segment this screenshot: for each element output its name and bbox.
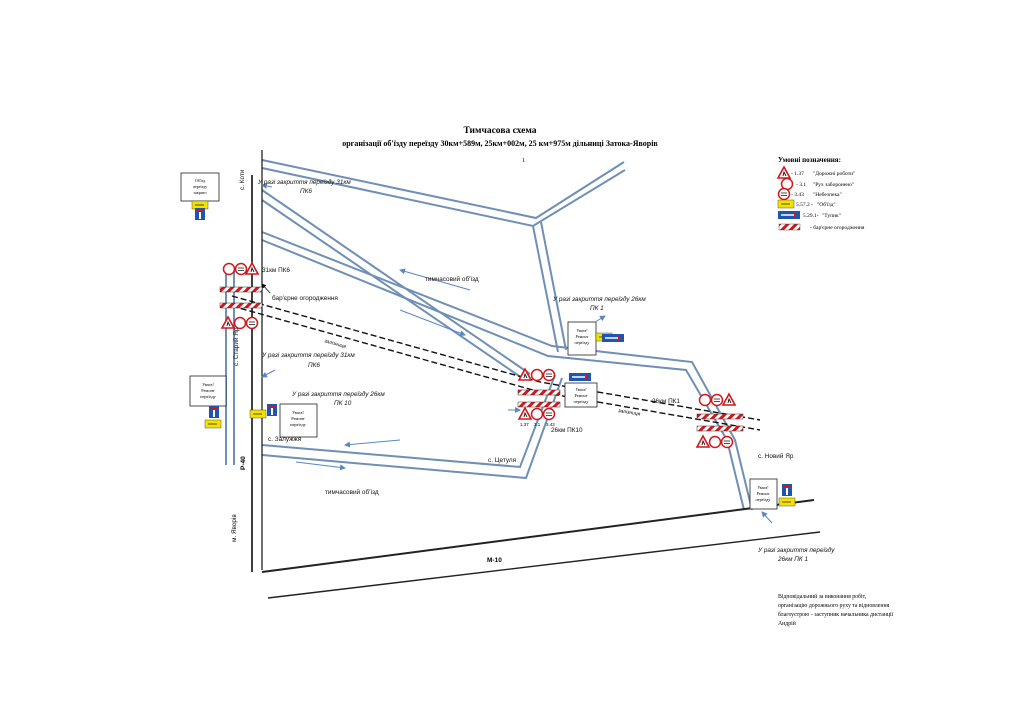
info-board-2: Увага! Ремонт переїзду (189, 375, 227, 429)
info-board-4: Увага! Ремонт переїзду (567, 321, 625, 356)
svg-text:Відповідальний за виконання ро: Відповідальний за виконання робіт, (778, 593, 867, 600)
crossing-26km-pk10 (517, 368, 561, 421)
label-village-zaluzhzhia: с. Залужжя (268, 436, 302, 443)
svg-text:"Об'їзд": "Об'їзд" (817, 201, 836, 208)
label-village-tsetulia: с. Цетуля (488, 457, 517, 464)
svg-text:ПК6: ПК6 (308, 362, 320, 369)
svg-text:ПК6: ПК6 (300, 188, 312, 195)
svg-text:переїзду: переїзду (755, 497, 771, 502)
footer-note: Відповідальний за виконання робіт, орган… (778, 593, 894, 627)
label-crossing-26km-pk1: 26км ПК1 (652, 398, 680, 405)
svg-text:Увага!: Увага! (202, 382, 214, 387)
closure-note-2: У разі закриття переїзду 31км ПК6 (261, 351, 355, 369)
label-barrier-note: бар'єрне огородження (272, 294, 338, 302)
label-village-koty: с. Коти (239, 169, 246, 190)
label-detour-2: тимчасовий об'їзд (325, 488, 379, 496)
label-sign-137: 1.37 (520, 422, 529, 427)
svg-text:Ремонт: Ремонт (291, 416, 305, 421)
label-crossing-26km-pk10: 26км ПК10 (551, 427, 583, 434)
label-town-yavoriv: м. Яворів (230, 514, 238, 542)
svg-text:У разі закриття переїзду 26км: У разі закриття переїзду 26км (291, 390, 385, 398)
info-board-1: Об'їзд переїзду закрито (180, 172, 220, 220)
svg-text:Ремонт: Ремонт (576, 334, 589, 339)
svg-text:- 3.1: - 3.1 (796, 182, 806, 188)
legend: Умовні позначення: - 1.37 "Дорожні робот… (777, 156, 865, 231)
closure-note-5: У разі закриття переїзду 26км ПК 1 (757, 546, 835, 563)
svg-text:26км ПК 1: 26км ПК 1 (777, 556, 808, 563)
svg-text:- бар'єрне огородження: - бар'єрне огородження (810, 224, 865, 231)
closure-note-3: У разі закриття переїзду 26км ПК 10 (291, 390, 385, 407)
roads (225, 150, 821, 599)
label-village-stary-yar: с. Старий Яр (232, 327, 240, 366)
info-board-5: Увага! Ремонт переїзду (564, 372, 598, 408)
direction-arrows (261, 183, 773, 524)
label-detour-1: тимчасовий об'їзд (425, 275, 479, 283)
svg-text:благоустрою - заступник началь: благоустрою - заступник начальника диста… (778, 611, 894, 618)
svg-text:У разі закриття переїзду 26км: У разі закриття переїзду 26км (552, 295, 646, 303)
label-sign-343: 3.43 (546, 422, 555, 427)
svg-text:- 3.43: - 3.43 (791, 192, 804, 198)
svg-text:У разі закриття переїзду 31км: У разі закриття переїзду 31км (261, 351, 355, 359)
closure-note-1: У разі закриття переїзду 31км ПК6 (257, 178, 351, 195)
svg-text:- 1.37: - 1.37 (791, 171, 804, 177)
svg-text:У разі закриття переїзду: У разі закриття переїзду (757, 546, 835, 554)
svg-text:5.29.1-: 5.29.1- (803, 213, 819, 219)
label-village-novy-yar: с. Новий Яр (758, 452, 794, 460)
legend-title: Умовні позначення: (778, 156, 841, 164)
svg-text:Ремонт: Ремонт (575, 393, 588, 398)
svg-text:Андрій: Андрій (778, 620, 796, 627)
crossing-26km-pk1 (696, 393, 744, 449)
page-number: 1 (522, 158, 525, 164)
svg-text:5.57.2 -: 5.57.2 - (796, 202, 813, 208)
svg-text:"Тупик": "Тупик" (822, 213, 841, 219)
svg-text:Увага!: Увага! (757, 485, 768, 490)
label-railway-2: залізниця (617, 408, 641, 418)
label-road-r40: Р-40 (240, 456, 247, 470)
info-board-3: Увага! Ремонт переїзду (249, 403, 318, 438)
svg-text:ПК 10: ПК 10 (334, 400, 352, 407)
svg-text:Увага!: Увага! (575, 387, 586, 392)
label-railway-1: залізниця (322, 338, 346, 350)
svg-text:ПК 1: ПК 1 (590, 305, 604, 312)
svg-text:Ремонт: Ремонт (201, 388, 215, 393)
svg-text:закрито: закрито (193, 190, 206, 195)
svg-text:Увага!: Увага! (292, 410, 304, 415)
svg-text:переїзду: переїзду (574, 340, 590, 345)
scheme-subtitle: організації об'їзду переїзду 30км+589м, … (342, 139, 658, 148)
label-road-m10: М-10 (487, 557, 502, 564)
label-sign-31: 3.1 (534, 422, 541, 427)
crossing-31km (219, 262, 263, 330)
svg-text:організацію дорожнього руху та: організацію дорожнього руху та відновлен… (778, 603, 890, 609)
svg-text:переїзду: переїзду (200, 394, 217, 399)
svg-text:"Дорожні роботи": "Дорожні роботи" (813, 170, 855, 177)
svg-text:"Рух заборонено": "Рух заборонено" (813, 181, 854, 188)
svg-text:Ремонт: Ремонт (757, 491, 770, 496)
svg-text:переїзду: переїзду (193, 184, 207, 189)
closure-note-4: У разі закриття переїзду 26км ПК 1 (552, 295, 646, 312)
label-crossing-31km: 31км ПК6 (262, 267, 290, 274)
svg-text:переїзду: переїзду (573, 399, 589, 404)
svg-text:переїзду: переїзду (290, 422, 307, 427)
svg-text:У разі закриття переїзду 31км: У разі закриття переїзду 31км (257, 178, 351, 186)
svg-text:"Небезпека": "Небезпека" (813, 191, 842, 198)
scheme-title: Тимчасова схема (463, 126, 536, 136)
svg-text:Об'їзд: Об'їзд (195, 178, 205, 183)
svg-text:Увага!: Увага! (576, 328, 587, 333)
info-board-6: Увага! Ремонт переїзду (749, 478, 796, 510)
